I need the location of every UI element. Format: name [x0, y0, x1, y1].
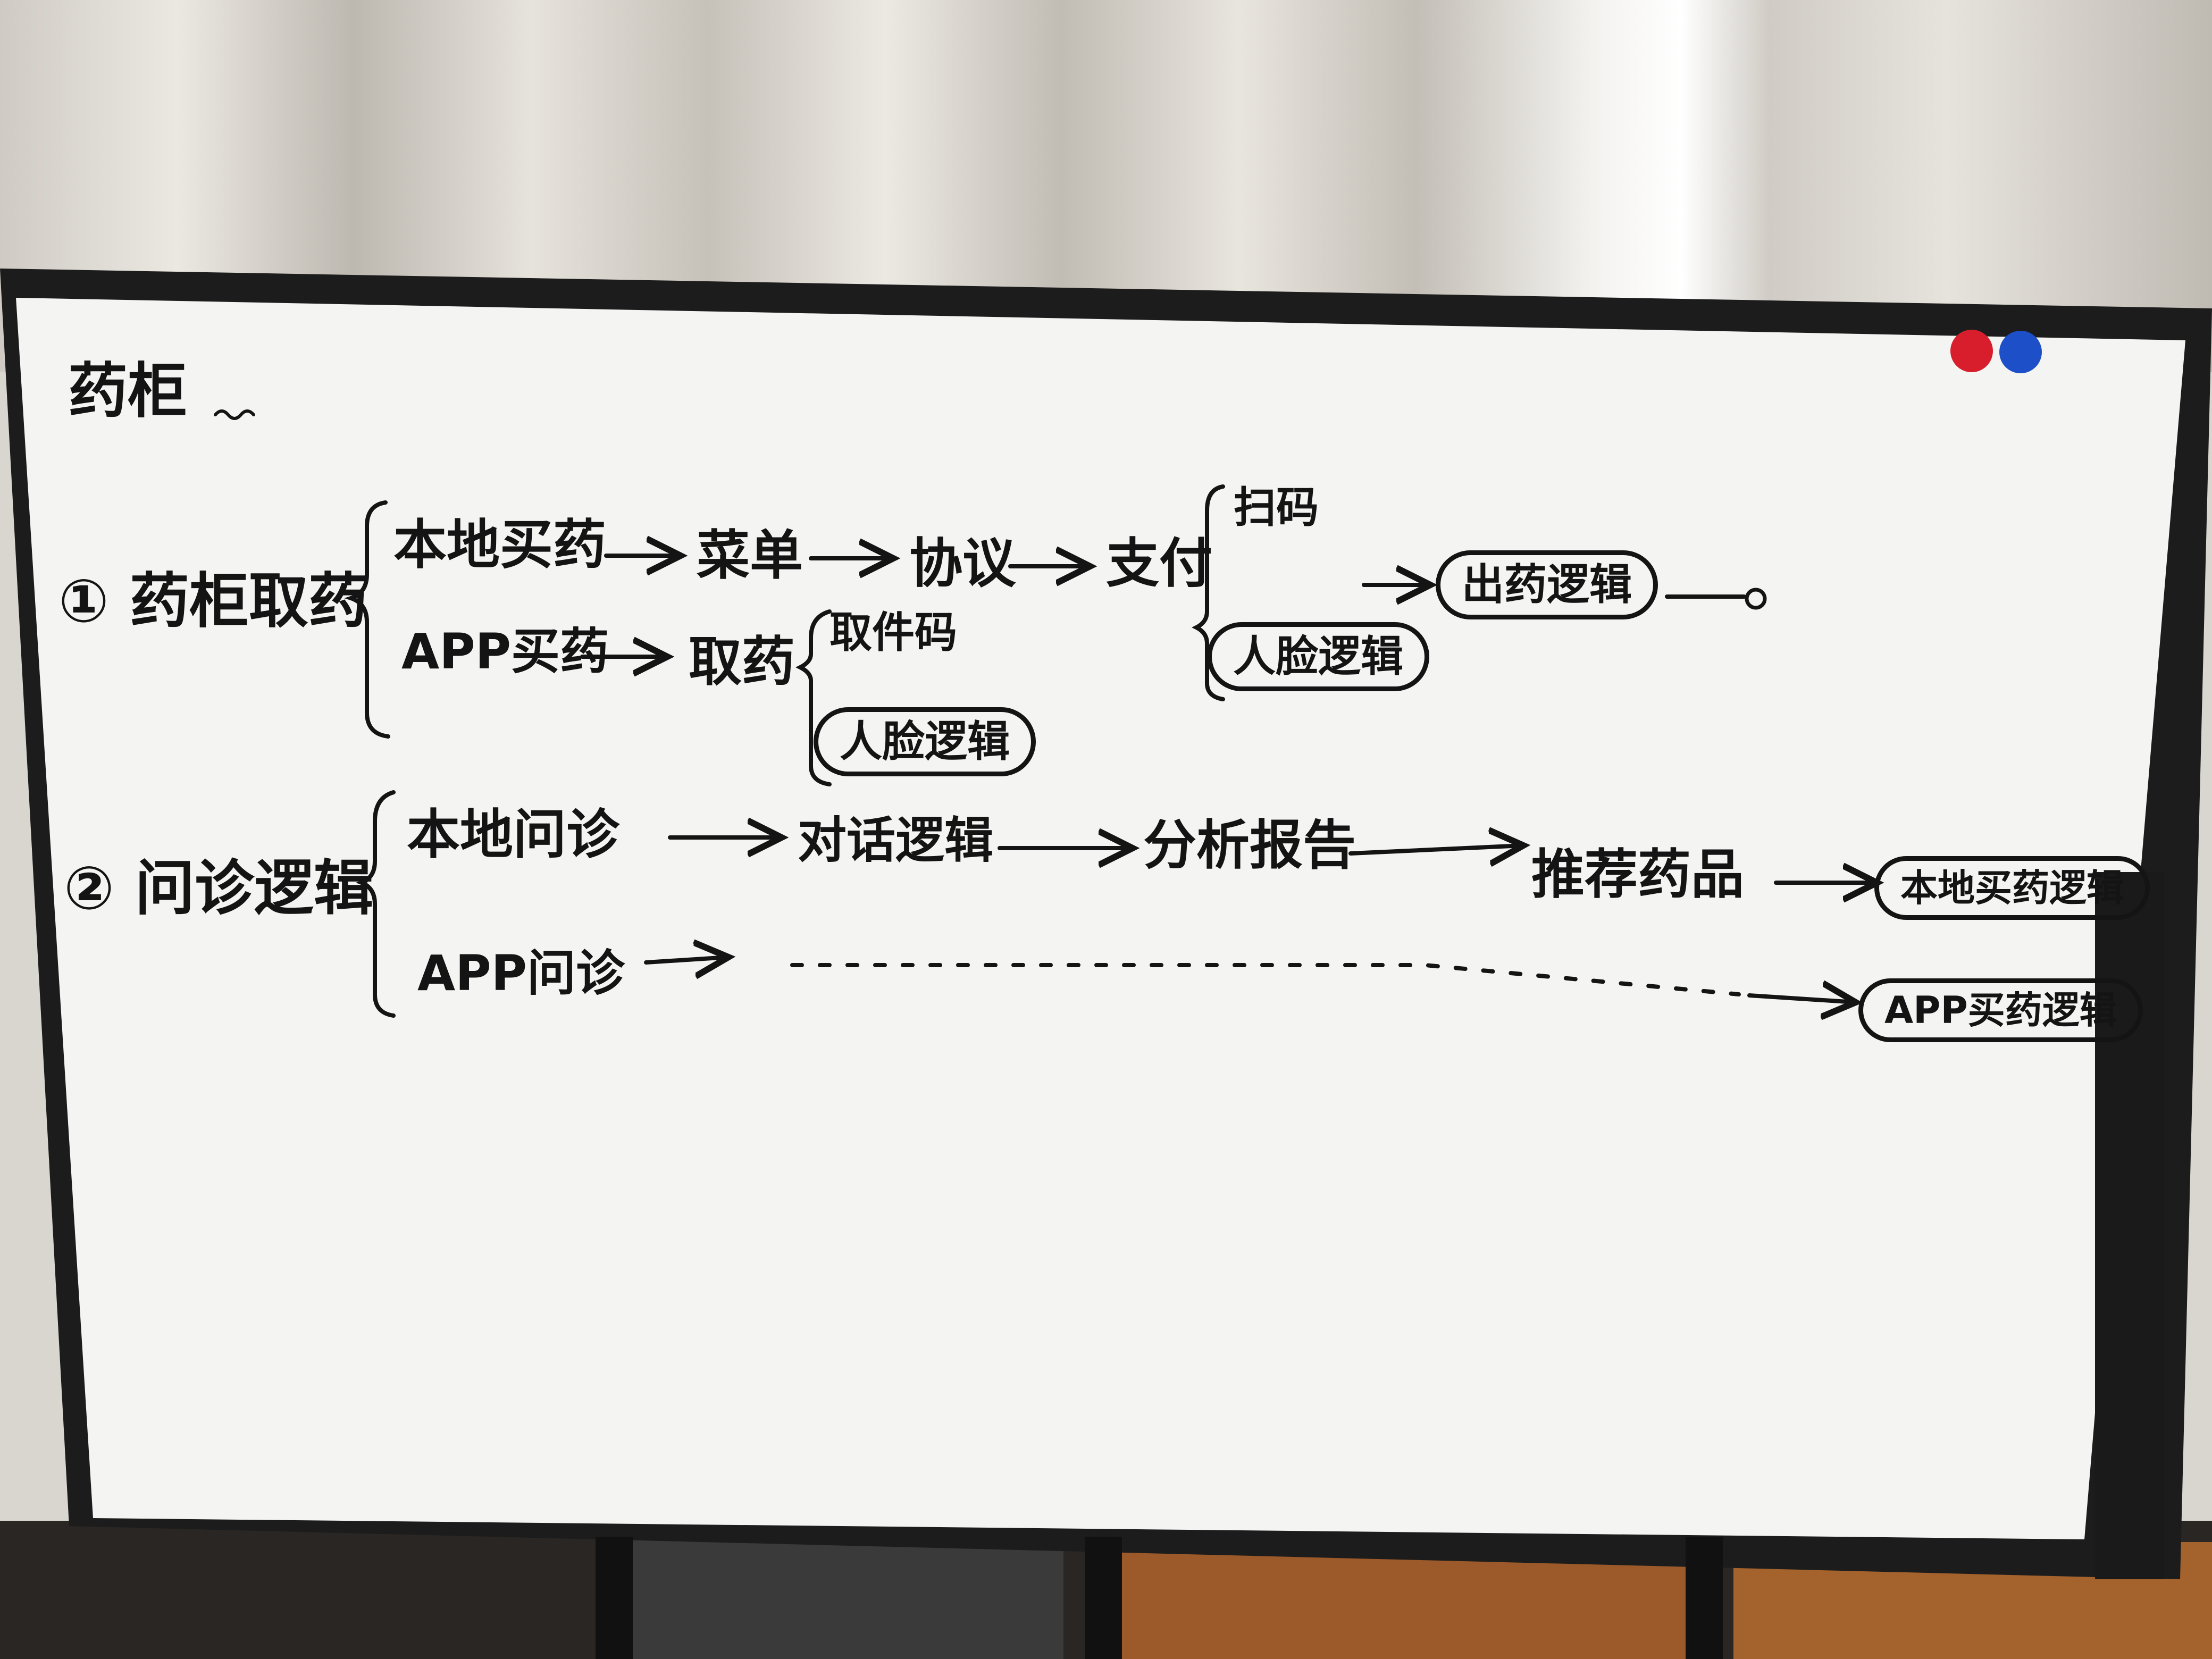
- node-local-consult: 本地问诊: [407, 803, 619, 866]
- node-local-buy-logic: 本地买药逻辑: [1874, 856, 2150, 920]
- node-agreement: 协议: [909, 532, 1016, 594]
- board-title: 药柜: [68, 357, 187, 426]
- dashed-path-app-consult: [790, 963, 1741, 996]
- node-app-consult: APP问诊: [417, 945, 625, 1002]
- brace-pickup-options: [795, 609, 832, 786]
- node-scan-code: 扫码: [1234, 483, 1319, 532]
- node-app-buy-logic: APP买药逻辑: [1858, 978, 2143, 1042]
- node-local-buy: 本地买药: [393, 514, 606, 576]
- node-payment: 支付: [1106, 532, 1212, 594]
- title-underline-squiggle: [214, 409, 255, 420]
- brace-section2: [356, 790, 396, 1018]
- arrow-app-consult: [644, 957, 728, 962]
- magnet-blue: [1999, 331, 2042, 373]
- node-pay-face-logic: 人脸逻辑: [1207, 622, 1429, 691]
- node-pickup-face-logic: 人脸逻辑: [814, 707, 1036, 776]
- magnet-red: [1950, 330, 1993, 372]
- arrow-report-to-recommend: [1348, 845, 1523, 853]
- node-pickup-code: 取件码: [830, 608, 957, 657]
- arrow-to-app-buy: [1747, 995, 1856, 1002]
- node-app-buy: APP买药: [401, 623, 609, 680]
- brace-pay-options: [1192, 484, 1225, 701]
- dispense-end-node: [1745, 588, 1767, 610]
- brace-section1: [344, 500, 390, 739]
- node-pickup: 取药: [689, 631, 795, 693]
- node-menu: 菜单: [697, 524, 803, 586]
- node-recommend-drug: 推荐药品: [1531, 843, 1744, 906]
- node-dialog-logic: 对话逻辑: [798, 812, 994, 869]
- section2-label: ② 问诊逻辑: [64, 854, 373, 923]
- node-analysis-report: 分析报告: [1143, 814, 1356, 876]
- node-dispense-logic: 出药逻辑: [1436, 550, 1658, 619]
- section1-label: ① 药柜取药: [58, 567, 368, 636]
